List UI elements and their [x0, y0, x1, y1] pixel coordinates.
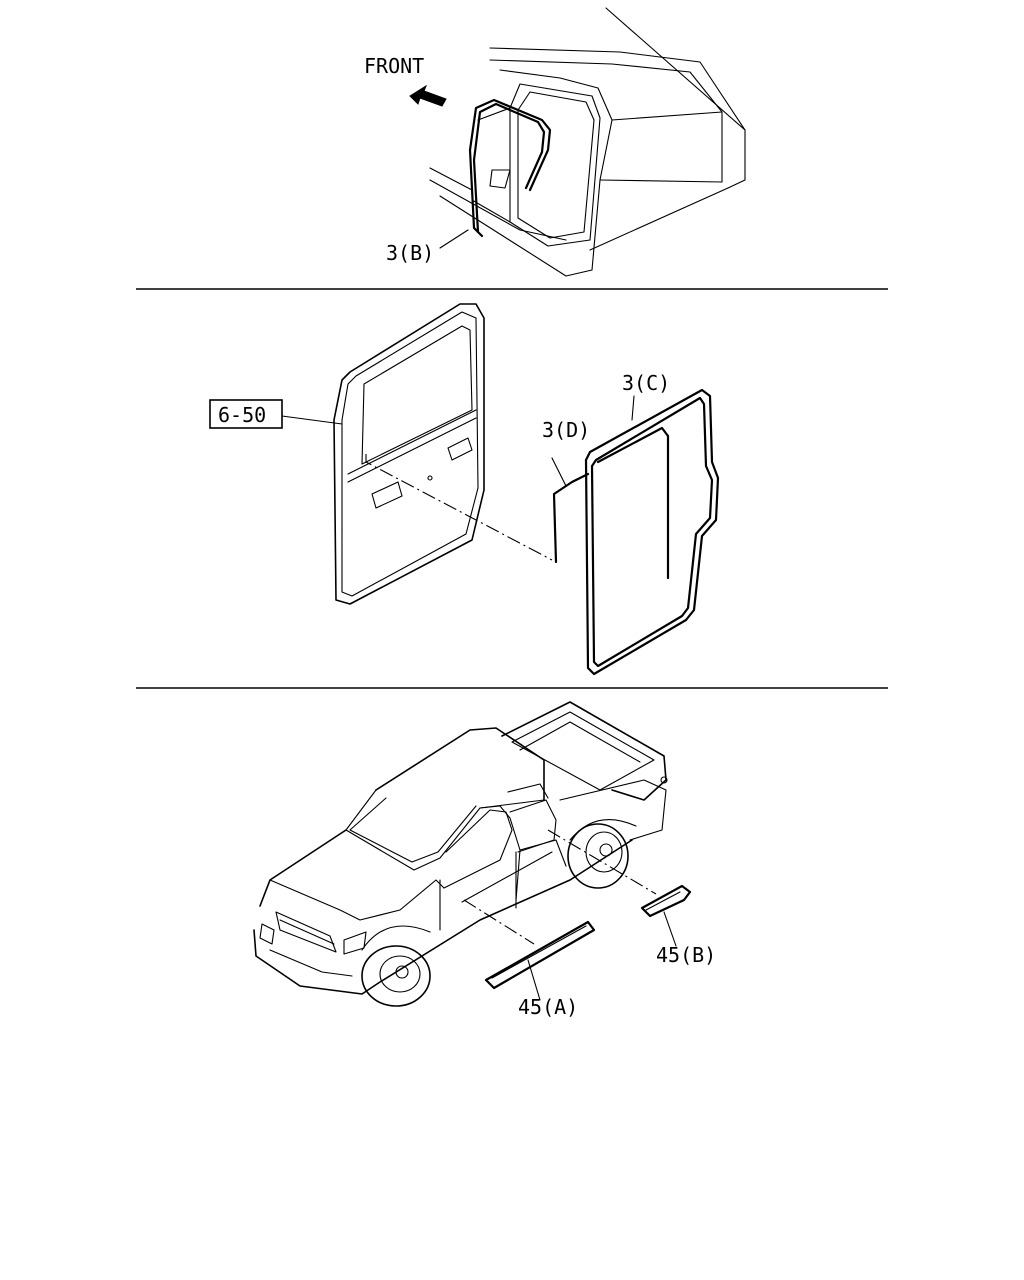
front-label: FRONT: [364, 54, 424, 78]
bottom-panel: 45(A) 45(B): [253, 701, 716, 1019]
weatherstrip-3c: [584, 388, 720, 676]
cab-body-drawing: [429, 7, 746, 277]
callout-3d: 3(D): [542, 418, 590, 442]
callout-3b: 3(B): [386, 241, 434, 265]
middle-panel: 6-50 3(D) 3(C): [209, 303, 720, 676]
callout-3c: 3(C): [622, 371, 670, 395]
weatherstrip-3d: [552, 472, 590, 564]
top-panel: FRONT 3(B): [364, 7, 746, 277]
weatherstrip-3b: [468, 98, 552, 238]
pickup-truck-drawing: [253, 701, 668, 1007]
rear-door-drawing: [333, 303, 485, 605]
scuff-plate-45b: [640, 884, 692, 918]
callout-45b: 45(B): [656, 943, 716, 967]
callout-45a: 45(A): [518, 995, 578, 1019]
reference-box: [209, 399, 283, 429]
reference-box-label: 6-50: [218, 403, 266, 427]
scuff-plate-45a: [484, 920, 596, 990]
front-arrow-icon: [409, 84, 447, 107]
